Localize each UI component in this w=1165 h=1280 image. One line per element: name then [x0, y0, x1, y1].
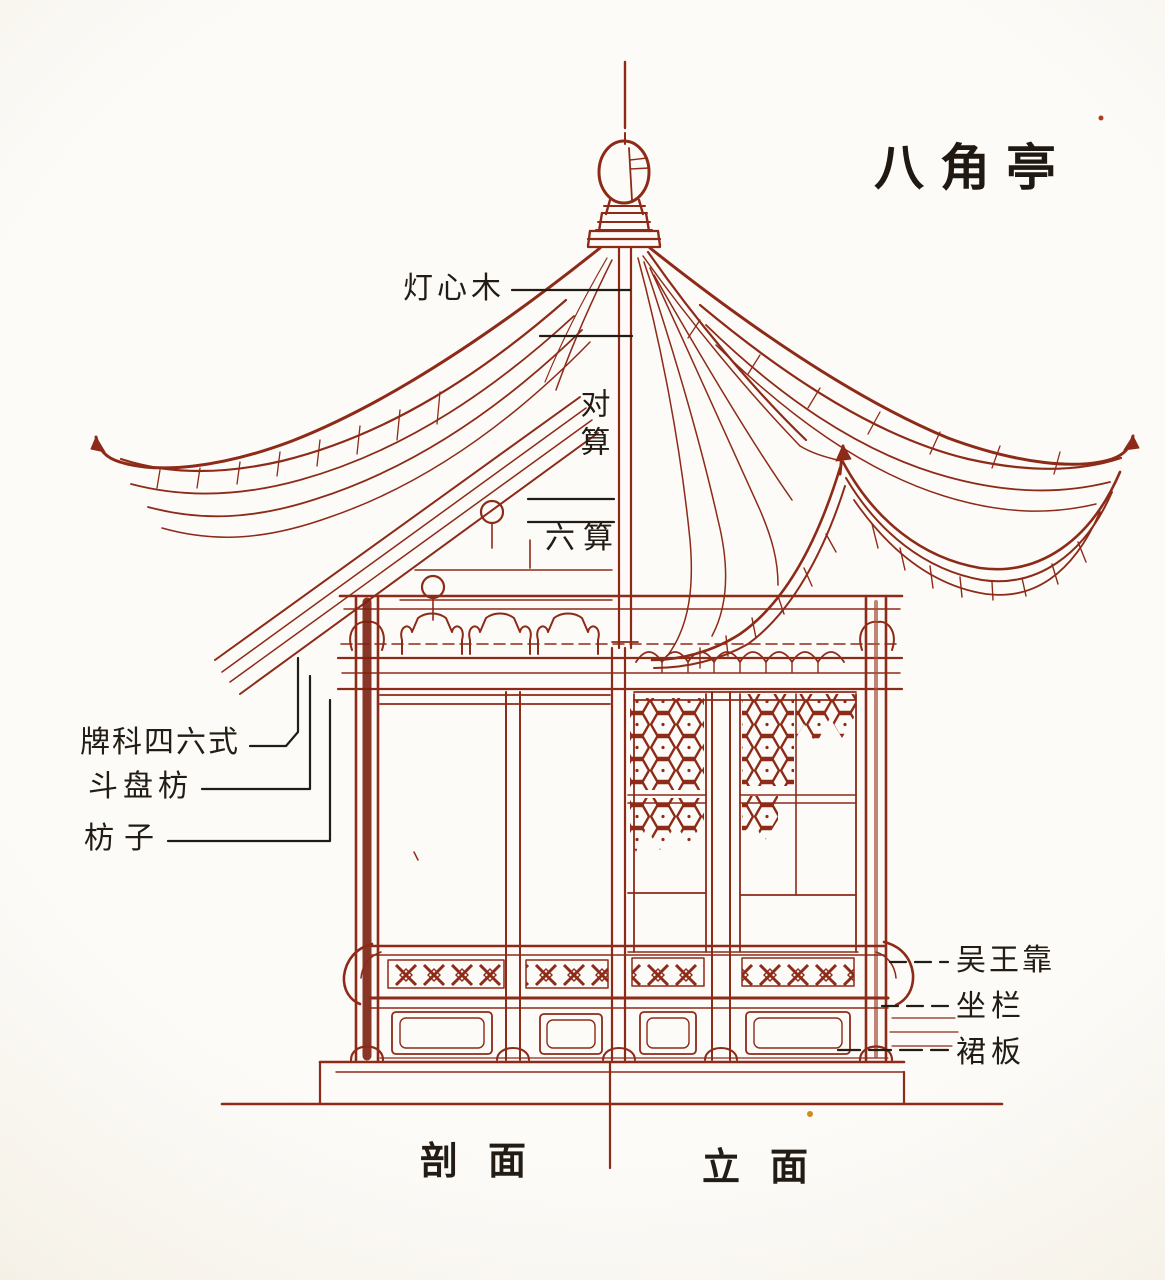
- front-corner-eave: [642, 250, 1122, 669]
- armrest-rail: [342, 940, 915, 1007]
- label-zuolan: 坐栏: [956, 990, 1026, 1023]
- leader-paike: [248, 656, 300, 748]
- finial: [586, 132, 662, 249]
- lattice-panels: [630, 694, 856, 852]
- beam-bracket-zone: [336, 594, 904, 691]
- ink-drawing-group: [90, 60, 1140, 1062]
- label-fangzi: 枋子: [84, 822, 164, 855]
- ink-speck-red: [1098, 115, 1104, 121]
- label-dengxinmu: 灯心木: [403, 272, 505, 305]
- label-paike-si-liu-shi: 牌科四六式: [80, 726, 240, 759]
- label-elevation-view: 立面: [702, 1147, 839, 1189]
- column-bases: [349, 1045, 894, 1062]
- railing-lattice: [387, 957, 855, 989]
- leader-doupanfang: [200, 674, 312, 791]
- label-liusuan: 六算: [545, 522, 621, 555]
- right-eave: [648, 246, 1140, 512]
- leader-fangzi: [166, 698, 332, 843]
- section-beads: [399, 499, 613, 861]
- radiating-rafters: [544, 257, 793, 656]
- ink-speck-orange: [807, 1111, 813, 1117]
- label-qunban: 裙板: [956, 1036, 1026, 1069]
- label-doupanfang: 斗盘枋: [88, 770, 193, 803]
- label-duisuan: 对算: [575, 388, 609, 464]
- railing-and-base: [220, 940, 1004, 1170]
- page-title: 八角亭: [874, 140, 1072, 196]
- seat-rail: [368, 996, 890, 1009]
- label-section-view: 剖面: [420, 1141, 557, 1183]
- columns: [354, 596, 888, 1062]
- label-wuwangkao: 吴王靠: [956, 944, 1055, 977]
- left-eave: [90, 246, 602, 695]
- center-post: [611, 246, 639, 650]
- plinth-platform: [220, 1060, 1004, 1106]
- leader-lines: [166, 288, 950, 1052]
